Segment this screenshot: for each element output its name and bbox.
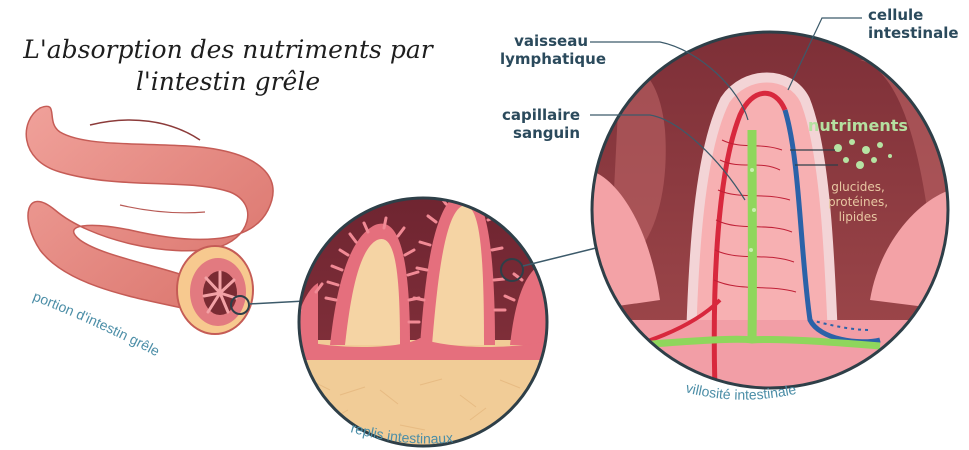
- lipides-text: lipides: [818, 210, 898, 225]
- capillaire-line-1: capillaire: [495, 106, 580, 124]
- vaisseau-label: vaisseau lymphatique: [500, 32, 588, 68]
- capillaire-label: capillaire sanguin: [495, 106, 580, 142]
- connector-line-2: [523, 248, 596, 266]
- connector-line-1: [249, 301, 305, 304]
- nutriments-label: nutriments: [808, 116, 908, 135]
- vaisseau-line-1: vaisseau: [500, 32, 588, 50]
- title-line-2: l'intestin grêle: [18, 66, 438, 98]
- vaisseau-line-2: lymphatique: [500, 50, 588, 68]
- glucides-text: glucides,: [818, 180, 898, 195]
- cellule-label: cellule intestinale: [868, 6, 968, 42]
- nutrient-types-label: glucides, protéines, lipides: [818, 180, 898, 225]
- title-line-1: L'absorption des nutriments par: [18, 34, 438, 66]
- capillaire-line-2: sanguin: [495, 124, 580, 142]
- cellule-line-2: intestinale: [868, 24, 968, 42]
- proteines-text: protéines,: [818, 195, 898, 210]
- intestinal-folds-circle: [290, 184, 560, 450]
- diagram-title: L'absorption des nutriments par l'intest…: [18, 34, 438, 98]
- cellule-line-1: cellule: [868, 6, 968, 24]
